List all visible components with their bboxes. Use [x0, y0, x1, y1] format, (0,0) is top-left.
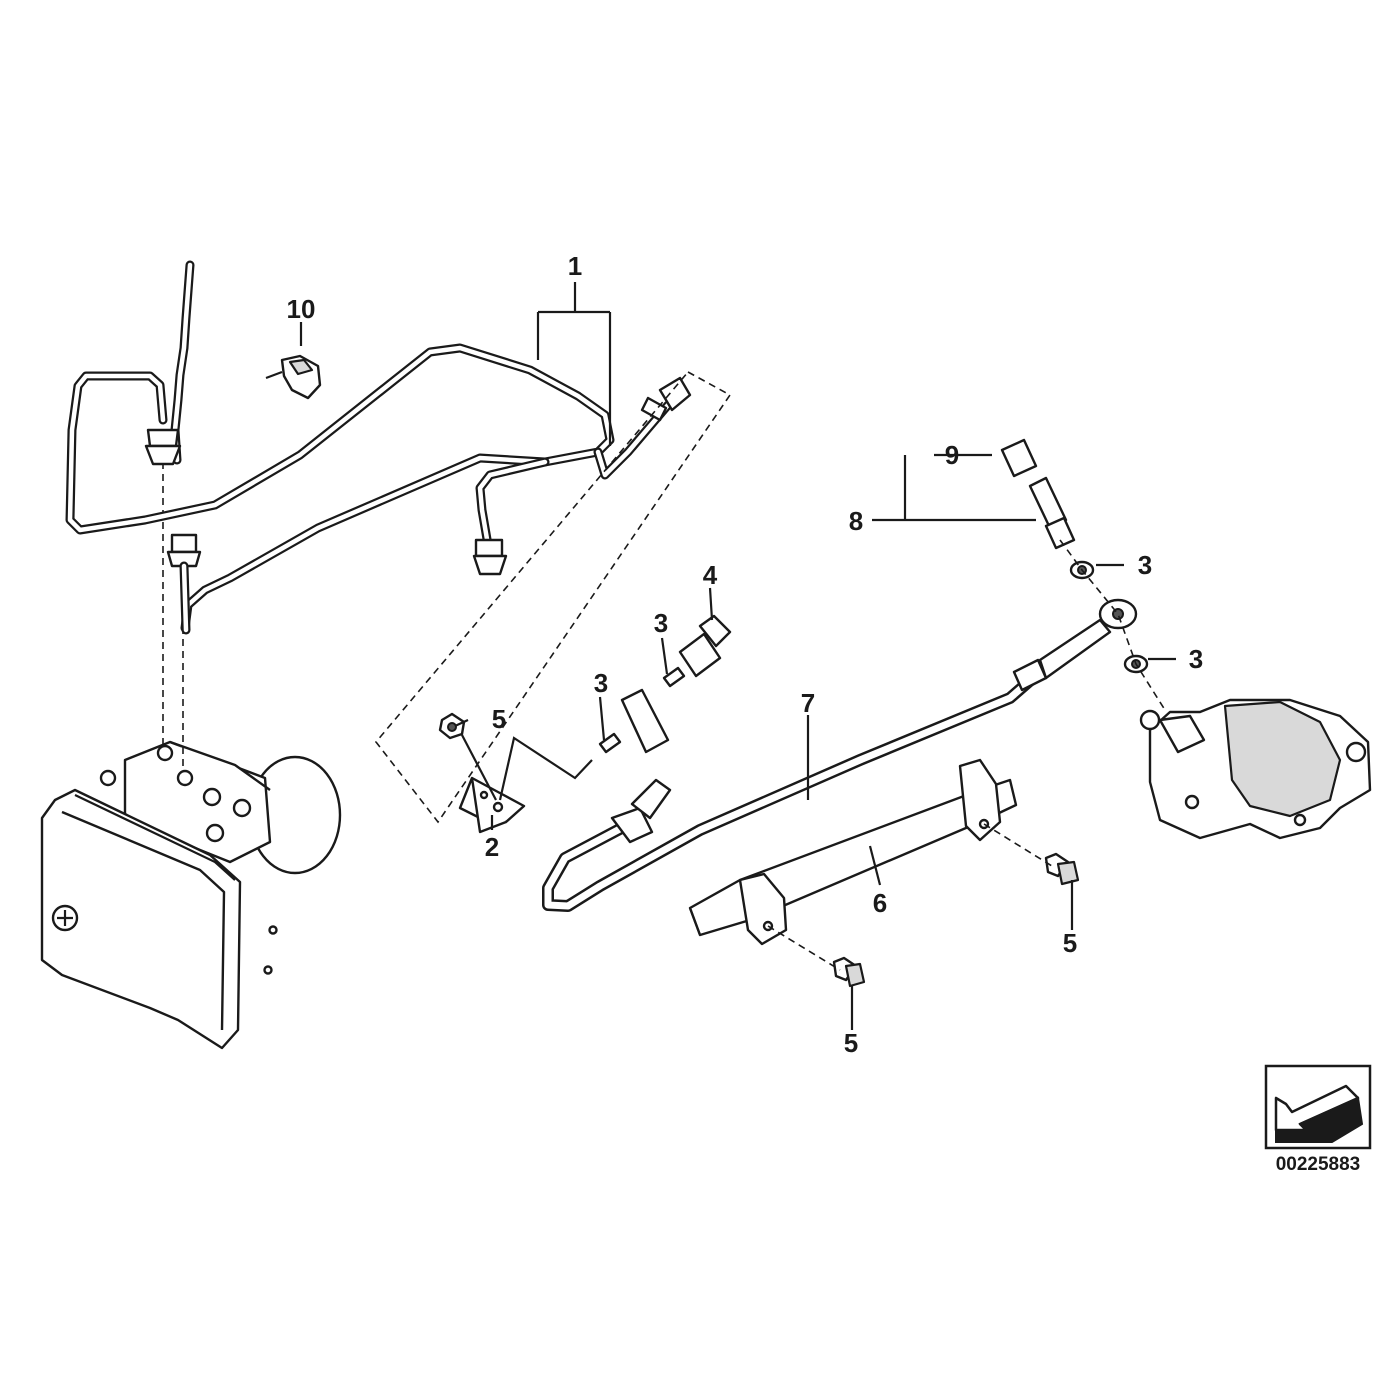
- callout-3-caliper: 3: [1189, 644, 1203, 674]
- banjo-bolt: [678, 614, 732, 678]
- callout-4: 4: [703, 560, 718, 590]
- callout-1: 1: [568, 251, 582, 281]
- direction-arrow-icon: [1264, 1064, 1372, 1150]
- screw: [832, 956, 866, 988]
- hose-bracket: [458, 776, 526, 834]
- diagram-number: 00225883: [1276, 1154, 1361, 1175]
- callout-3-bleed: 3: [1138, 550, 1152, 580]
- callout-8: 8: [849, 506, 863, 536]
- callout-5-bracket: 5: [492, 704, 506, 734]
- callout-5-guard-left: 5: [844, 1028, 858, 1058]
- callout-9: 9: [945, 440, 959, 470]
- callout-10: 10: [287, 294, 316, 324]
- callout-2: 2: [485, 832, 499, 862]
- callout-6: 6: [873, 888, 887, 918]
- callout-5-guard-right: 5: [1063, 928, 1077, 958]
- callout-3-hose: 3: [594, 668, 608, 698]
- bracket-nut: [438, 712, 466, 740]
- sealing-ring: [662, 666, 686, 688]
- hose-guard: [688, 758, 1018, 946]
- abs-hydraulic-unit: [40, 740, 342, 1050]
- brake-hose: [542, 598, 1138, 912]
- dust-cap: [1000, 438, 1038, 478]
- callout-3-bolt: 3: [654, 608, 668, 638]
- pipe-clip: [265, 354, 322, 400]
- brake-caliper: [1139, 698, 1372, 840]
- sealing-ring: [598, 732, 622, 754]
- callout-7: 7: [801, 688, 815, 718]
- bleed-valve: [1028, 476, 1076, 550]
- brake-pipe-assembly: [65, 260, 692, 635]
- screw: [1044, 852, 1080, 886]
